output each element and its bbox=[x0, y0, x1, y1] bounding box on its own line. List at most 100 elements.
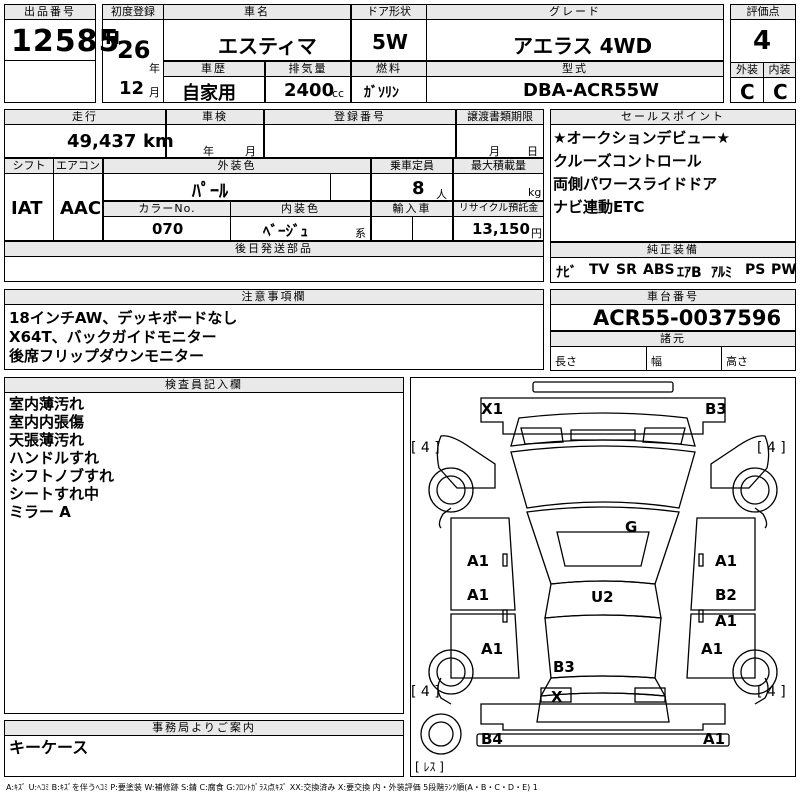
sales-point-4: ナビ連動ETC bbox=[553, 198, 645, 216]
model-code: DBA-ACR55W bbox=[523, 80, 659, 101]
spec-height: 高さ bbox=[726, 355, 748, 368]
tire-front-left: [ 4 ] bbox=[411, 440, 440, 456]
mileage: 49,437 bbox=[67, 131, 137, 152]
mileage-cell: 49,437 km bbox=[4, 124, 174, 158]
equip-ps: PS bbox=[745, 262, 766, 278]
office-label: 事務局よりご案内 bbox=[4, 720, 404, 736]
office-cell: キーケース bbox=[4, 735, 404, 777]
inspection-cell: 年 月 bbox=[166, 124, 264, 158]
ext-color-label: 外装色 bbox=[103, 158, 371, 174]
displacement-unit: cc bbox=[332, 87, 345, 100]
mark-windshield: G bbox=[625, 518, 638, 536]
caution-line-3: 後席フリップダウンモニター bbox=[9, 347, 205, 365]
transfer-month-unit: 月 bbox=[489, 145, 500, 158]
transfer-day-unit: 日 bbox=[527, 145, 538, 158]
first-reg-month: 12 bbox=[119, 78, 145, 99]
mark-left-3: A1 bbox=[481, 640, 504, 658]
inspection-year-unit: 年 bbox=[203, 145, 214, 158]
aircon: AAC bbox=[60, 198, 102, 219]
recycle: 13,150 bbox=[472, 220, 530, 238]
exterior-grade-cell: C bbox=[730, 77, 764, 104]
import-label: 輸入車 bbox=[371, 201, 453, 217]
equip-navi: ﾅﾋﾞ bbox=[556, 265, 577, 281]
spare-tire: [ ﾚｽ ] bbox=[415, 760, 444, 774]
max-load-label: 最大積載量 bbox=[453, 158, 544, 174]
caution-line-1: 18インチAW、デッキボードなし bbox=[9, 309, 238, 327]
equip-sr: SR bbox=[616, 262, 637, 278]
car-name-label: 車名 bbox=[163, 4, 351, 20]
mileage-label: 走行 bbox=[4, 109, 166, 125]
reg-number-cell bbox=[264, 124, 456, 158]
year-unit: 年 bbox=[149, 62, 160, 75]
sales-point-1: ★オークションデビュー★ bbox=[553, 129, 730, 147]
caution-cell: 18インチAW、デッキボードなし X64T、バックガイドモニター 後席フリップダ… bbox=[4, 304, 544, 370]
car-name-cell: エスティマ bbox=[163, 19, 351, 61]
shift-cell: IAT bbox=[4, 173, 54, 241]
first-reg-label: 初度登録 bbox=[102, 4, 164, 20]
history-label: 車歴 bbox=[163, 61, 265, 77]
mark-rear-left: B4 bbox=[481, 730, 503, 748]
equip-tv: TV bbox=[589, 262, 610, 278]
recycle-label: リサイクル預託金 bbox=[453, 201, 544, 217]
aircon-cell: AAC bbox=[53, 173, 103, 241]
int-color-cell: ﾍﾞｰｼﾞｭ 系 bbox=[230, 216, 371, 241]
exterior-grade-label: 外装 bbox=[730, 62, 764, 78]
capacity: 8 bbox=[412, 178, 425, 199]
equip-airbag: ｴｱB bbox=[677, 265, 702, 281]
spec-width-cell: 幅 bbox=[646, 346, 722, 371]
int-color: ﾍﾞｰｼﾞｭ bbox=[263, 222, 309, 240]
mark-rear-window: B3 bbox=[553, 658, 575, 676]
door-type: 5W bbox=[372, 30, 408, 54]
int-color-label: 内装色 bbox=[230, 201, 371, 217]
inspector-cell: 室内薄汚れ 室内内張傷 天張薄汚れ ハンドルすれ シフトノブすれ シートすれ中 … bbox=[4, 392, 404, 714]
lot-blank bbox=[4, 60, 96, 103]
mark-left-1: A1 bbox=[467, 552, 490, 570]
interior-grade: C bbox=[773, 80, 788, 104]
color-no: 070 bbox=[152, 220, 184, 238]
ext-color: ﾊﾟｰﾙ bbox=[192, 181, 228, 202]
aircon-label: エアコン bbox=[53, 158, 103, 174]
ext-color-extra bbox=[330, 173, 371, 201]
mark-front-right: B3 bbox=[705, 400, 727, 418]
interior-grade-label: 内装 bbox=[763, 62, 796, 78]
first-reg-cell: H 26 年 12 月 bbox=[102, 19, 164, 103]
equip-alloy: ｱﾙﾐ bbox=[711, 265, 732, 281]
shift: IAT bbox=[11, 198, 43, 219]
inspector-line-5: シフトノブすれ bbox=[9, 467, 115, 485]
inspector-label: 検査員記入欄 bbox=[4, 377, 404, 393]
mark-center: U2 bbox=[591, 588, 614, 606]
capacity-cell: 8 人 bbox=[371, 173, 453, 201]
inspector-line-2: 室内内張傷 bbox=[9, 413, 85, 431]
inspection-label: 車検 bbox=[166, 109, 264, 125]
inspector-line-7: ミラー A bbox=[9, 503, 71, 521]
fuel: ｶﾞｿﾘﾝ bbox=[364, 85, 399, 101]
sales-point-2: クルーズコントロール bbox=[553, 152, 702, 170]
equip-pw: PW bbox=[771, 262, 797, 278]
mark-right-1: A1 bbox=[715, 552, 738, 570]
specs-label: 諸元 bbox=[550, 331, 796, 347]
inspector-line-3: 天張薄汚れ bbox=[9, 431, 85, 449]
inspection-month-unit: 月 bbox=[245, 145, 256, 158]
caution-label: 注意事項欄 bbox=[4, 289, 544, 305]
later-parts-cell bbox=[4, 256, 544, 282]
ext-color-cell: ﾊﾟｰﾙ bbox=[103, 173, 331, 202]
car-outline bbox=[420, 381, 778, 755]
recycle-unit: 円 bbox=[531, 227, 542, 240]
door-cell: 5W bbox=[351, 19, 427, 61]
spec-length: 長さ bbox=[555, 355, 577, 368]
grade: アエラス 4WD bbox=[513, 34, 653, 58]
mark-rear-right: A1 bbox=[703, 730, 726, 748]
sales-points-label: セールスポイント bbox=[550, 109, 796, 125]
shift-label: シフト bbox=[4, 158, 54, 174]
score-cell: 4 bbox=[730, 19, 796, 63]
month-unit: 月 bbox=[149, 86, 160, 99]
reg-number-label: 登録番号 bbox=[264, 109, 456, 125]
color-no-cell: 070 bbox=[103, 216, 231, 241]
chassis-label: 車台番号 bbox=[550, 289, 796, 305]
score: 4 bbox=[753, 26, 772, 56]
lot-number: 12585 bbox=[11, 24, 121, 59]
tire-front-right: [ 4 ] bbox=[757, 440, 786, 456]
tire-rear-right: [ 4 ] bbox=[757, 684, 786, 700]
mark-right-3: A1 bbox=[715, 612, 738, 630]
spec-width: 幅 bbox=[651, 355, 662, 368]
